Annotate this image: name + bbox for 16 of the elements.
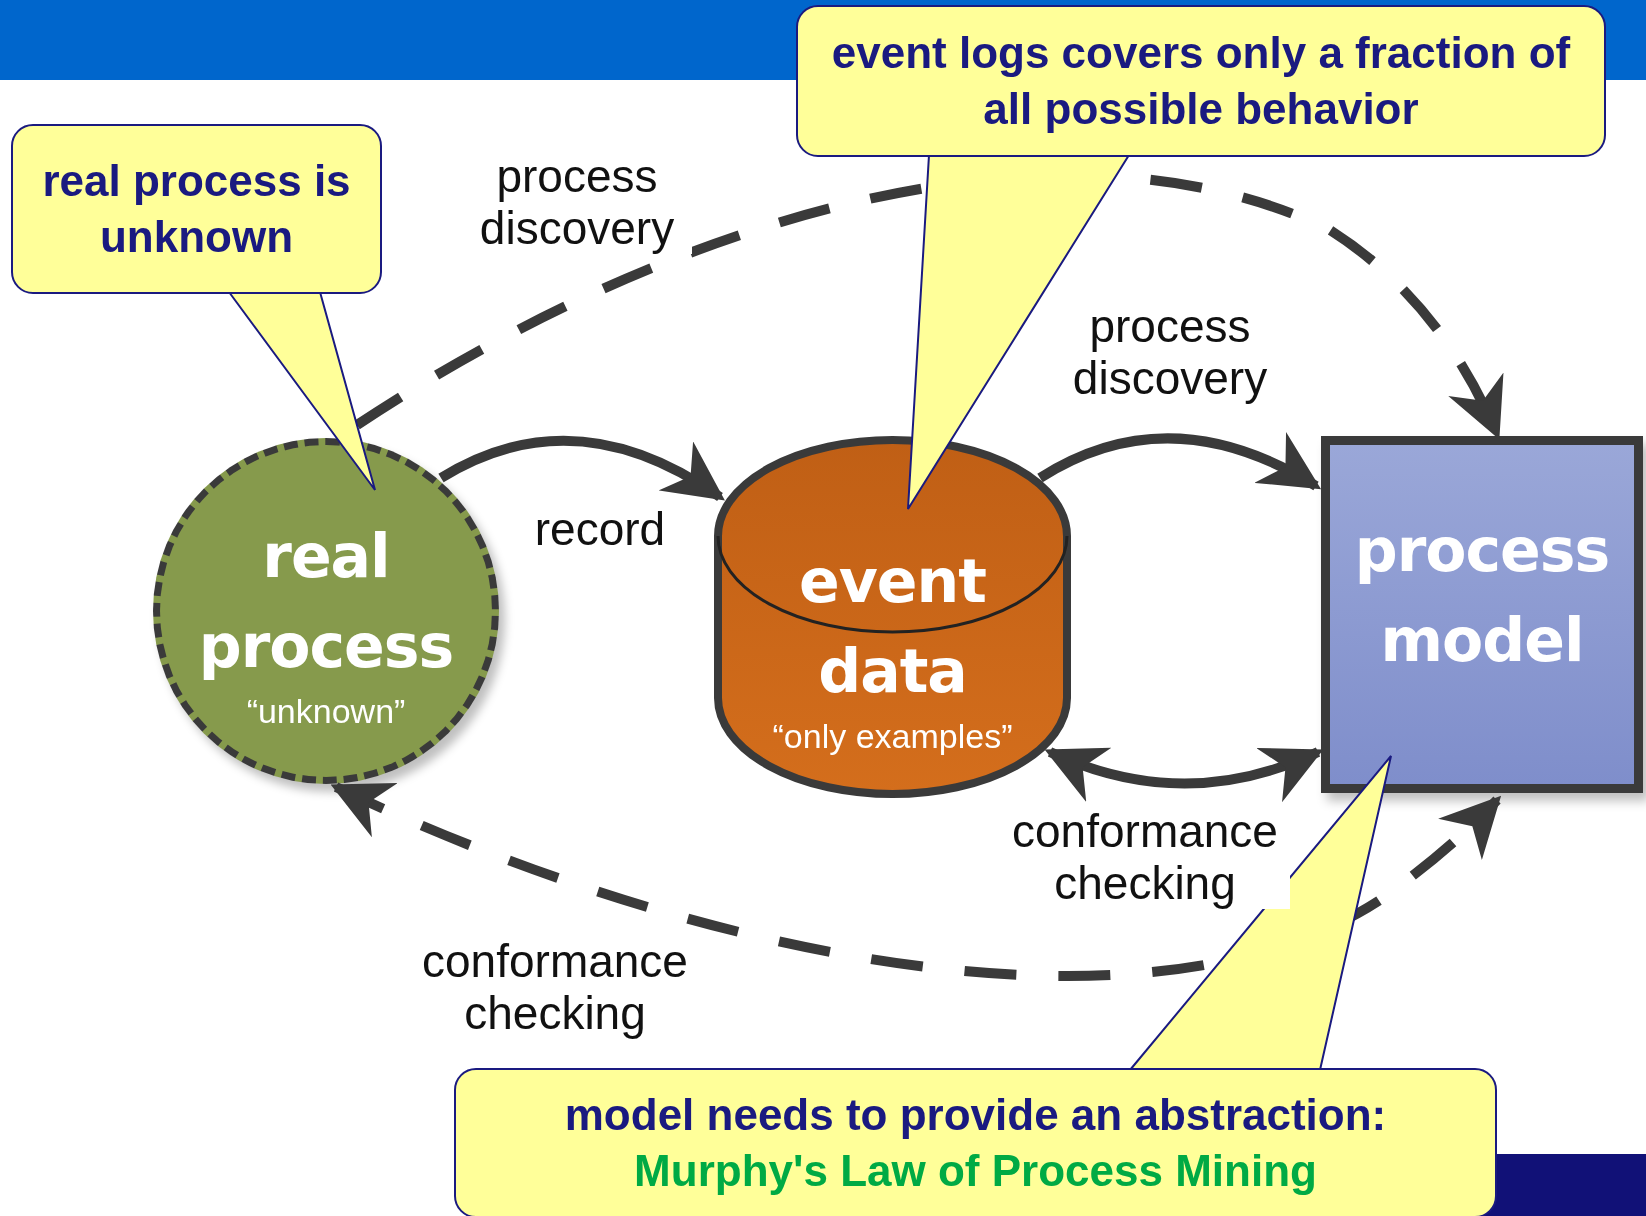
speech-callout bbox=[454, 1068, 1497, 1216]
callout-text: real process is unknown bbox=[41, 155, 352, 263]
callout-text: Murphy's Law of Process Mining bbox=[634, 1145, 1317, 1197]
node-title: real process bbox=[197, 520, 455, 683]
model-box bbox=[1321, 436, 1643, 793]
arrow bbox=[438, 435, 726, 502]
database-cylinder bbox=[714, 436, 1071, 798]
node-title: event data bbox=[798, 545, 987, 708]
node-title: process model bbox=[1353, 513, 1611, 677]
callout-text: model needs to provide an abstraction: bbox=[564, 1089, 1387, 1141]
arrow bbox=[1044, 745, 1324, 801]
node-subtitle: “unknown” bbox=[246, 691, 406, 731]
arrow bbox=[1037, 433, 1322, 491]
speech-callout bbox=[796, 5, 1606, 157]
node-subtitle: “only examples” bbox=[772, 716, 1013, 756]
callout-text: event logs covers only a fraction of all possible behavior bbox=[830, 27, 1572, 135]
